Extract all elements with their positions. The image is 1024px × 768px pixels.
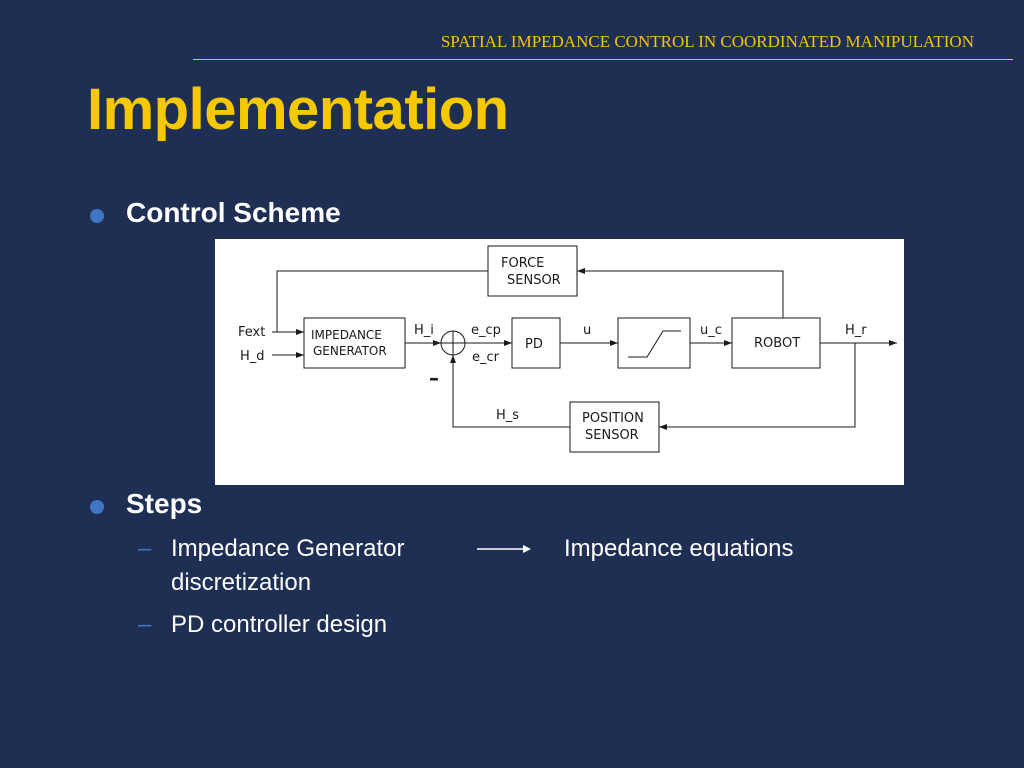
force-sensor-label-2: SENSOR [507,273,561,288]
header-rule [193,59,1013,60]
sub-item-discretization: discretization [171,569,312,596]
signal-h-i: H_i [414,323,434,338]
signal-h-r: H_r [845,323,867,338]
bullet-steps: Steps [126,488,203,519]
saturation-curve [628,330,681,358]
signal-e-cr: e_cr [472,350,500,365]
robot-block [731,317,821,369]
position-sensor-block [569,401,660,453]
sub-item-impedance-equations: Impedance equations [564,535,794,562]
diagram-svg: FORCE SENSOR IMPEDANCE GENERATOR PD ROBO… [238,245,897,453]
control-scheme-diagram: FORCE SENSOR IMPEDANCE GENERATOR PD ROBO… [215,239,904,485]
force-sensor-block [487,245,578,297]
arrow-right-icon [477,545,531,553]
impedance-generator-block [303,317,406,369]
pd-block [511,317,561,369]
position-sensor-label-2: SENSOR [585,428,639,443]
pd-label: PD [525,337,543,352]
sub-item-impedance-generator: Impedance Generator [171,535,405,562]
signal-h-s: H_s [496,408,519,423]
header-text: SPATIAL IMPEDANCE CONTROL IN COORDINATED… [440,32,974,51]
bullet-dot [90,500,104,514]
sub-item-pd-controller: PD controller design [171,611,388,638]
saturation-block [617,317,691,369]
force-sensor-label-1: FORCE [501,256,544,271]
minus-sign: – [429,366,439,390]
signal-e-cp: e_cp [471,323,501,338]
impedance-label-2: GENERATOR [313,344,387,358]
signal-u: u [583,323,591,338]
slide-title: Implementation [87,77,509,142]
impedance-label-1: IMPEDANCE [311,328,382,342]
signal-u-c: u_c [700,323,722,338]
bullet-dot [90,209,104,223]
robot-label: ROBOT [754,336,800,351]
signal-h-d: H_d [240,349,265,364]
sub-item-dash: – [138,611,152,638]
bullet-control-scheme: Control Scheme [126,197,341,228]
position-sensor-label-1: POSITION [582,411,644,426]
sub-item-dash: – [138,535,152,562]
signal-fext: Fext [238,325,265,340]
